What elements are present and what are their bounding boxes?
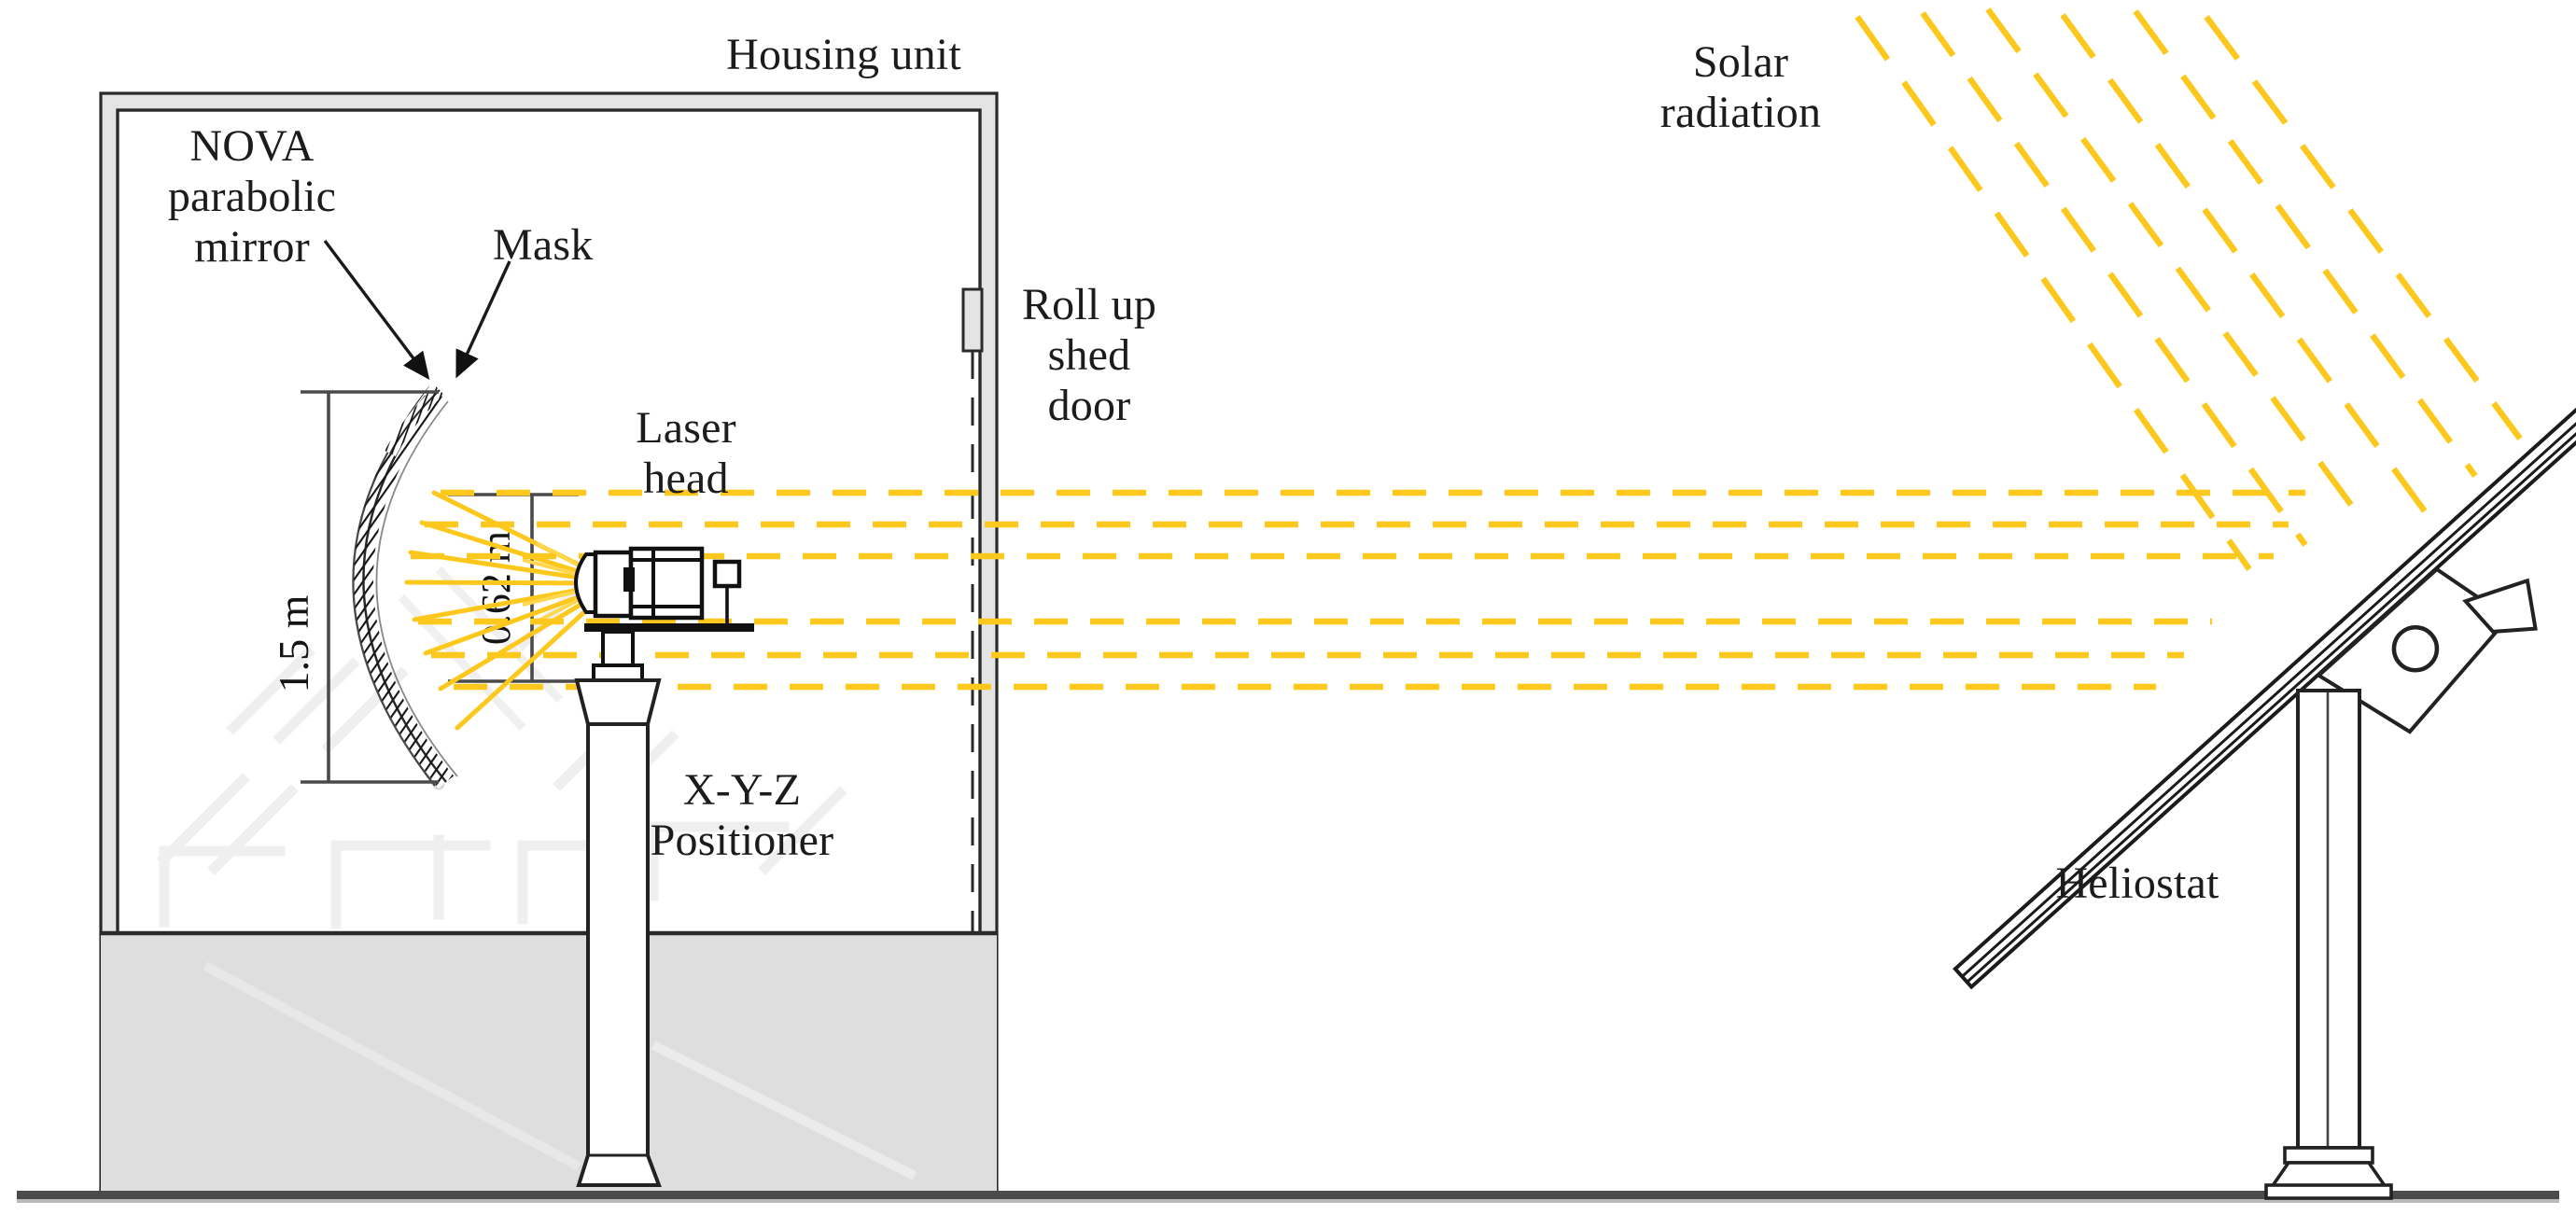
solar-ray-4 — [2060, 13, 2428, 513]
mask-plate — [385, 385, 444, 457]
foundation-block — [101, 930, 997, 1197]
dimension-label-1-5m: 1.5 m — [270, 594, 317, 692]
xyz-positioner-column — [574, 678, 662, 1187]
solar-ray-5 — [2133, 9, 2478, 478]
leader-nova-mirror — [323, 239, 430, 380]
leader-mask — [455, 260, 511, 379]
leader-lines — [323, 239, 511, 380]
roll-up-shed-door[interactable] — [961, 287, 984, 933]
solar-radiation-rays — [1855, 7, 2523, 571]
solar-ray-6 — [2204, 15, 2523, 440]
solar-ray-2 — [1920, 11, 2308, 547]
dimension-mirror-aperture — [301, 390, 439, 784]
heliostat — [1953, 316, 2576, 1200]
solar-ray-1 — [1855, 15, 2252, 571]
ground-line — [17, 1191, 2559, 1203]
nova-parabolic-mirror — [352, 385, 458, 790]
collimated-beam-rays — [411, 489, 2305, 691]
solar-ray-3 — [1985, 7, 2364, 521]
laser-head-assembly — [574, 546, 754, 682]
